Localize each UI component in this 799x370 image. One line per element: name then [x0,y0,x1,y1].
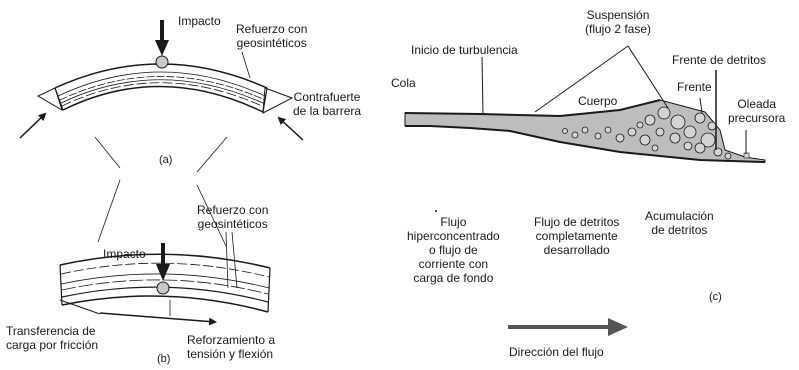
suspension-label: Suspensión (flujo 2 fase) [585,8,652,36]
developed-flow-label: Flujo de detritos completamente desarrol… [534,215,620,257]
body-label: Cuerpo [578,94,618,108]
reinforcement-label-b: Refuerzo con geosintéticos [197,203,269,231]
impact-label-a: Impacto [178,14,221,28]
impact-arrow-a [155,40,169,56]
buttress-arrow-right [277,116,304,141]
tension-label: Reforzamiento a tensión y flexión [187,333,276,361]
tail-label: Cola [391,76,416,90]
surge-label: Oleada precursora [728,97,786,125]
impact-boulder-b [156,281,170,295]
turbulence-label: Inicio de turbulencia [411,43,518,57]
debris-front-label: Frente de detritos [672,53,767,67]
reinforcement-label-a: Refuerzo con geosintéticos [236,22,308,50]
friction-label: Transferencia de carga por fricción [6,324,99,352]
flow-direction-arrow [608,318,628,336]
buttress-label: Contrafuerte de la barrera [293,90,362,118]
barrier-inner-arc-b [61,295,269,313]
friction-arrow [59,299,101,315]
buttress-arrow-left [19,112,47,139]
impact-arrow-b [156,264,170,281]
panel-tag-a: (a) [159,154,173,166]
barrier-inner-arc [62,85,264,113]
hyperconcentrated-label: Flujo hiperconcentrado o flujo de corrie… [407,215,500,285]
diagram-a-barrier [19,20,304,141]
buttress-right [262,87,294,114]
boulders [562,106,732,160]
diagram-c-debris-flow [404,45,766,336]
impact-label-b: Impacto [103,247,146,261]
channel-bed [405,125,766,163]
flow-direction-label: Dirección del flujo [509,345,604,359]
tension-arrow [99,312,217,326]
panel-tag-b: (b) [157,353,171,365]
front-label: Frente [677,80,712,94]
accumulation-label: Acumulación de detritos [645,209,714,237]
impact-boulder-a [155,55,169,69]
panel-tag-c: (c) [709,291,722,303]
diagram-b-barrier [59,231,271,326]
